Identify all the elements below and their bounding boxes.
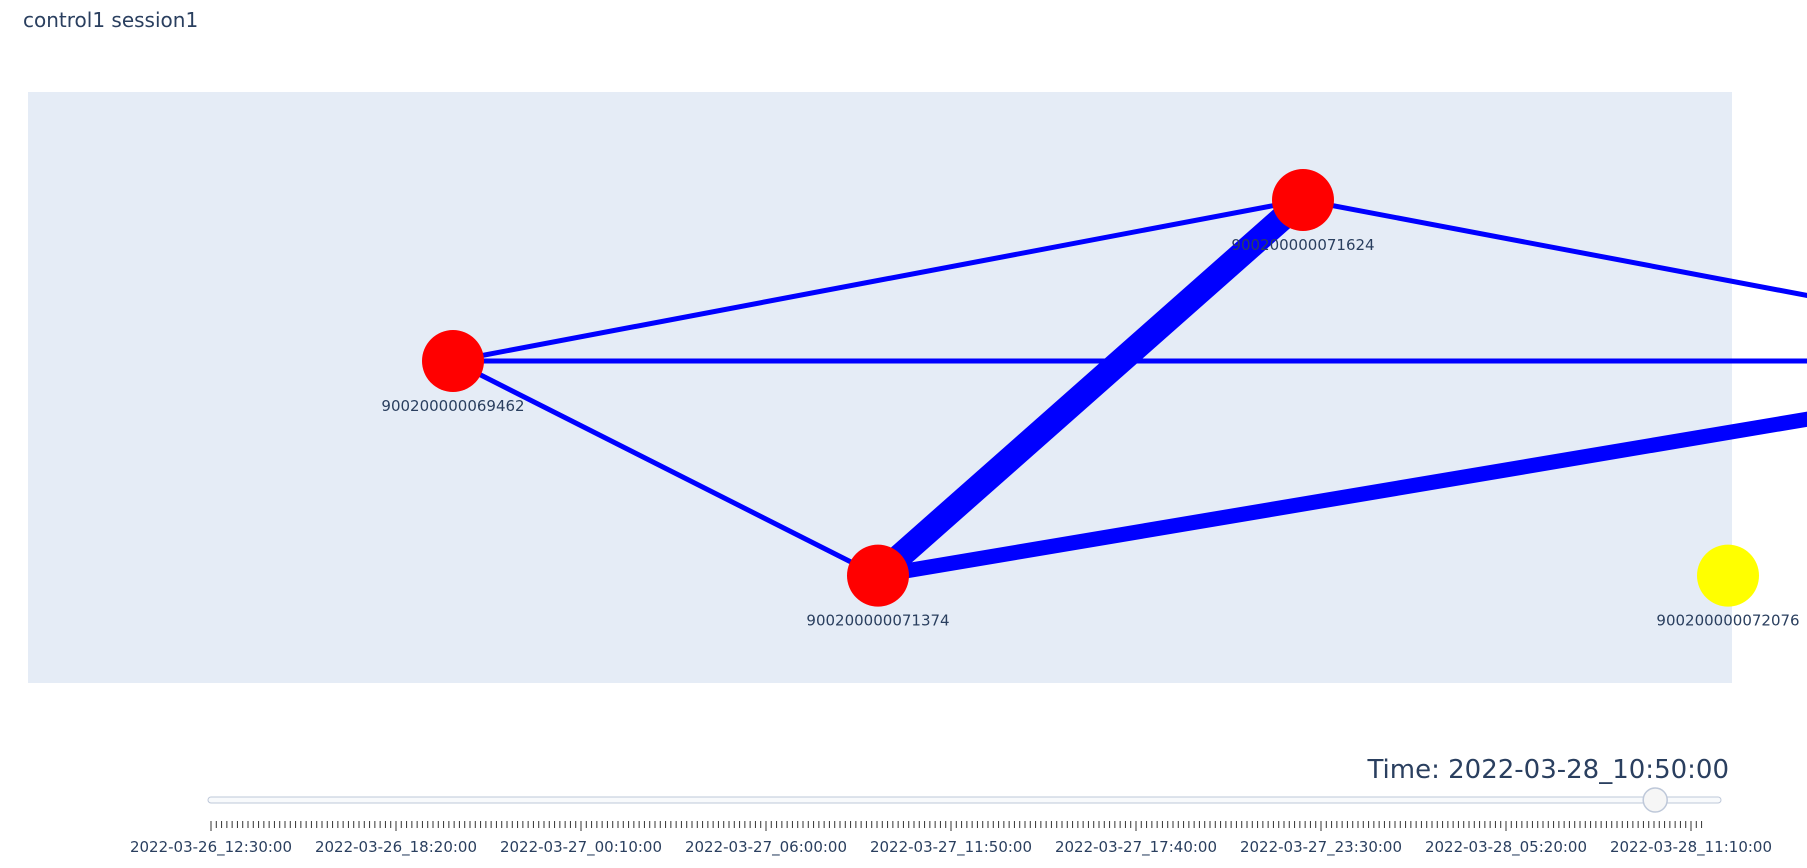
chart-title: control1 session1 (23, 8, 199, 32)
node-900200000072076[interactable] (1697, 544, 1759, 607)
node-label: 900200000071624 (1231, 236, 1374, 254)
slider-handle[interactable] (1642, 787, 1668, 813)
slider-tick-label: 2022-03-28_11:10:00 (1610, 838, 1772, 857)
node-900200000069462[interactable] (422, 330, 484, 392)
slider-tick-label: 2022-03-27_17:40:00 (1055, 838, 1217, 857)
node-900200000071374[interactable] (847, 544, 909, 607)
edge-5 (876, 411, 1807, 584)
slider-rail[interactable] (207, 796, 1722, 804)
edge-0 (452, 197, 1304, 364)
nodes-layer (422, 169, 1759, 607)
node-labels-layer: 900200000071624 900200000069462 9002000000… (381, 236, 1799, 630)
slider-tick-label: 2022-03-27_23:30:00 (1240, 838, 1402, 857)
edge-1 (1302, 197, 1807, 299)
slider-current-value: Time: 2022-03-28_10:50:00 (1366, 755, 1729, 785)
edge-3 (451, 358, 880, 578)
slider-tick-label: 2022-03-26_18:20:00 (315, 838, 477, 857)
node-label: 900200000069462 (381, 397, 524, 415)
slider-tick-labels: 2022-03-26_12:30:00 2022-03-26_18:20:00 20… (130, 838, 1772, 857)
node-label: 900200000071374 (806, 612, 949, 630)
slider-tick-label: 2022-03-27_00:10:00 (500, 838, 662, 857)
slider-tick-label: 2022-03-28_05:20:00 (1425, 838, 1587, 857)
slider-tick-label: 2022-03-27_06:00:00 (685, 838, 847, 857)
node-900200000071624[interactable] (1272, 169, 1334, 231)
slider-tick-label: 2022-03-26_12:30:00 (130, 838, 292, 857)
slider-ticks (210, 821, 1703, 831)
network-graph: 900200000071624 900200000069462 9002000000… (28, 92, 1807, 683)
node-label: 900200000072076 (1656, 612, 1799, 630)
slider-tick-label: 2022-03-27_11:50:00 (870, 838, 1032, 857)
edge-4 (869, 190, 1312, 585)
edges-layer (451, 190, 1807, 585)
